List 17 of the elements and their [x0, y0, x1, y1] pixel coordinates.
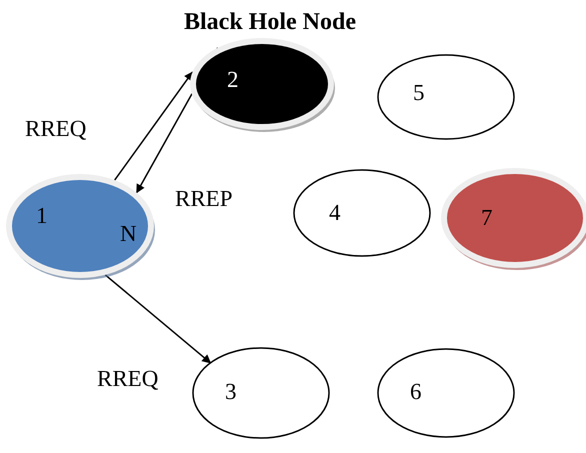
node-ellipse — [192, 347, 330, 439]
node-ellipse — [377, 348, 515, 438]
node-number: 1 — [36, 204, 48, 227]
diagram-title: Black Hole Node — [183, 9, 357, 36]
node-number: 3 — [225, 380, 236, 403]
node-ellipse — [377, 54, 515, 140]
node-ellipse — [293, 169, 431, 257]
node-number: 7 — [481, 206, 492, 229]
arrow — [104, 274, 212, 364]
node-ellipse — [189, 37, 335, 131]
node-number: 5 — [413, 81, 424, 104]
arrow — [114, 71, 194, 181]
node-number: 6 — [410, 380, 422, 403]
node-label: N — [120, 222, 137, 245]
node-number: 2 — [227, 68, 238, 91]
node-number: 4 — [329, 201, 340, 224]
node-ellipse — [5, 173, 155, 279]
